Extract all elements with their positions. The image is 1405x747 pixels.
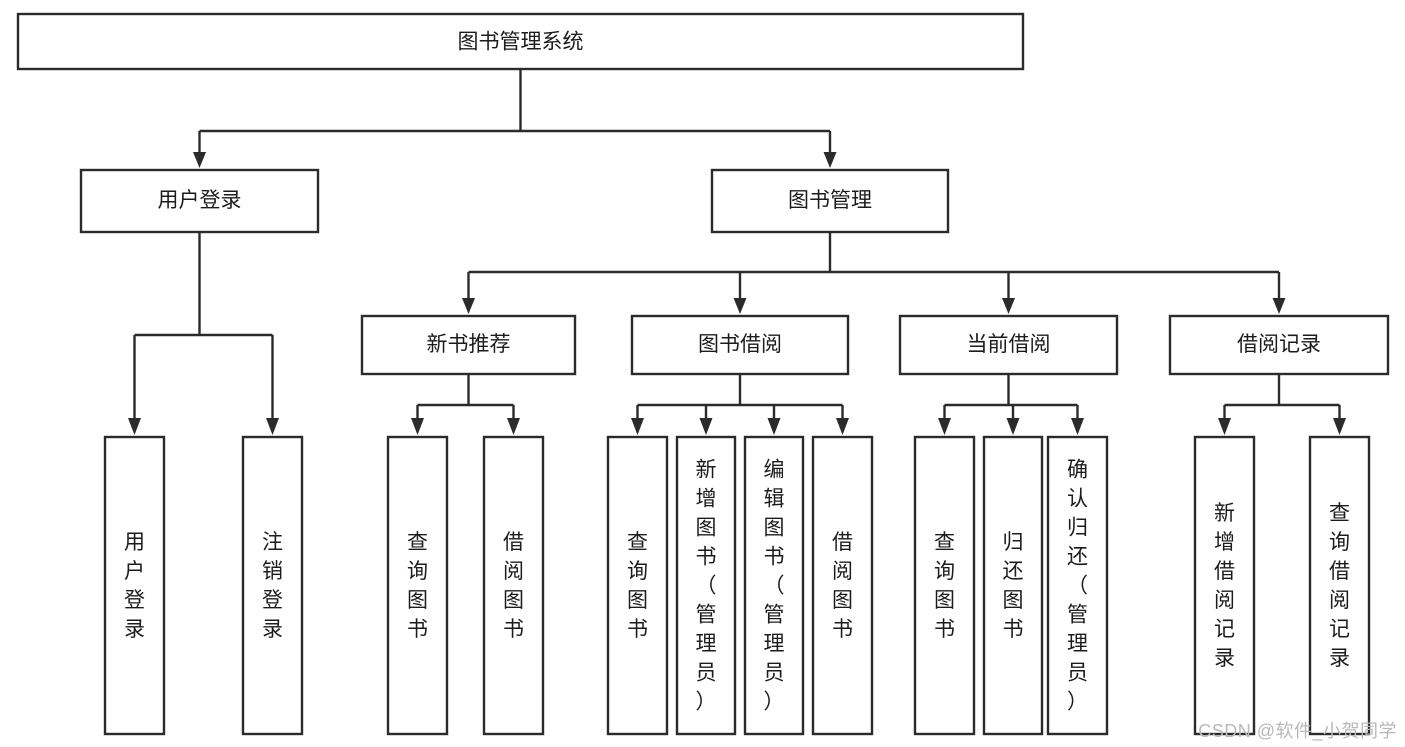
- arrow-root-to-user-login: [193, 152, 206, 168]
- node-current-borrow-label: 当前借阅: [967, 333, 1051, 356]
- node-leaf-borrow-book-rec-box[interactable]: [482, 435, 545, 736]
- node-leaf-user-login[interactable]: 用户登录: [103, 435, 166, 736]
- node-leaf-add-book-box[interactable]: [675, 435, 737, 736]
- arrow-newbook-to-leaf1: [411, 418, 424, 435]
- arrow-bookborrow-to-leaf4: [836, 418, 849, 435]
- node-book-borrow[interactable]: 图书借阅: [630, 314, 850, 376]
- node-book-borrow-label: 图书借阅: [698, 333, 782, 356]
- node-root-label: 图书管理系统: [458, 31, 584, 54]
- arrow-newbook-to-leaf2: [507, 418, 520, 435]
- node-leaf-return-book-label: 归还图书: [1003, 531, 1024, 641]
- node-book-management-label: 图书管理: [788, 189, 872, 212]
- node-leaf-return-book-box[interactable]: [982, 435, 1044, 736]
- node-leaf-query-record[interactable]: 查询借阅记录: [1308, 435, 1371, 736]
- node-leaf-logout-label: 注销登录: [262, 531, 283, 641]
- arrow-currentborrow-to-leaf2: [1006, 418, 1020, 435]
- node-user-login[interactable]: 用户登录: [79, 168, 320, 234]
- node-borrow-record-box[interactable]: [1168, 314, 1390, 376]
- node-leaf-borrow-book-rec-label: 借阅图书: [503, 531, 524, 641]
- arrow-bookborrow-to-leaf1: [631, 418, 644, 435]
- node-leaf-query-record-label: 查询借阅记录: [1329, 502, 1350, 670]
- node-root[interactable]: 图书管理系统: [16, 12, 1025, 71]
- node-current-borrow[interactable]: 当前借阅: [898, 314, 1119, 376]
- leaf-node-layer: 用户登录 注销登录 查询图书 借阅图书 查询图书 新增图书（管理员）: [103, 435, 1371, 736]
- arrow-root-to-book-management: [823, 152, 837, 168]
- node-leaf-add-record-label: 新增借阅记录: [1214, 502, 1235, 670]
- node-leaf-add-record-box[interactable]: [1193, 435, 1256, 736]
- node-leaf-add-record[interactable]: 新增借阅记录: [1193, 435, 1256, 736]
- node-new-book-recommend[interactable]: 新书推荐: [360, 314, 577, 376]
- node-leaf-borrow-book[interactable]: 借阅图书: [811, 435, 874, 736]
- arrow-bookborrow-to-leaf3: [767, 418, 781, 435]
- arrow-bookmgmt-to-currentborrow: [1002, 298, 1015, 314]
- arrow-borrowrecord-to-leaf2: [1333, 418, 1346, 435]
- node-new-book-recommend-label: 新书推荐: [427, 333, 511, 356]
- arrow-currentborrow-to-leaf3: [1071, 418, 1084, 435]
- node-book-borrow-box[interactable]: [630, 314, 850, 376]
- arrow-userlogin-to-leaf2: [266, 418, 279, 435]
- node-leaf-query-book-rec-box[interactable]: [386, 435, 449, 736]
- node-leaf-return-book[interactable]: 归还图书: [982, 435, 1044, 736]
- node-leaf-user-login-label: 用户登录: [124, 531, 145, 641]
- node-leaf-query-book-current[interactable]: 查询图书: [913, 435, 976, 736]
- node-leaf-borrow-book-label: 借阅图书: [832, 531, 853, 641]
- arrow-borrowrecord-to-leaf1: [1218, 418, 1231, 435]
- node-borrow-record[interactable]: 借阅记录: [1168, 314, 1390, 376]
- node-leaf-edit-book[interactable]: 编辑图书（管理员）: [743, 435, 805, 736]
- node-leaf-query-book-rec[interactable]: 查询图书: [386, 435, 449, 736]
- node-leaf-query-book-current-box[interactable]: [913, 435, 976, 736]
- arrow-bookmgmt-to-borrowrecord: [1272, 298, 1286, 314]
- node-root-box[interactable]: [16, 12, 1025, 71]
- node-leaf-edit-book-label: 编辑图书（管理员）: [764, 459, 785, 714]
- node-new-book-recommend-box[interactable]: [360, 314, 577, 376]
- node-leaf-borrow-book-rec[interactable]: 借阅图书: [482, 435, 545, 736]
- node-book-management[interactable]: 图书管理: [710, 168, 950, 234]
- node-leaf-add-book-label: 新增图书（管理员）: [696, 459, 717, 714]
- node-leaf-query-book-borrow[interactable]: 查询图书: [606, 435, 669, 736]
- node-leaf-query-book-rec-label: 查询图书: [407, 531, 428, 641]
- node-leaf-confirm-return-label: 确认归还（管理员）: [1067, 459, 1088, 714]
- node-book-management-box[interactable]: [710, 168, 950, 234]
- node-leaf-logout-box[interactable]: [241, 435, 304, 736]
- arrow-bookmgmt-to-newbook: [462, 298, 475, 314]
- node-leaf-confirm-return-box[interactable]: [1046, 435, 1109, 736]
- arrow-bookmgmt-to-bookborrow: [733, 298, 747, 314]
- node-leaf-borrow-book-box[interactable]: [811, 435, 874, 736]
- node-borrow-record-label: 借阅记录: [1237, 333, 1321, 356]
- node-leaf-query-book-current-label: 查询图书: [934, 531, 955, 641]
- node-leaf-user-login-box[interactable]: [103, 435, 166, 736]
- node-leaf-logout[interactable]: 注销登录: [241, 435, 304, 736]
- node-leaf-query-record-box[interactable]: [1308, 435, 1371, 736]
- arrow-bookborrow-to-leaf2: [699, 418, 713, 435]
- node-user-login-box[interactable]: [79, 168, 320, 234]
- connector-layer: [128, 69, 1346, 435]
- node-user-login-label: 用户登录: [158, 189, 242, 212]
- arrow-currentborrow-to-leaf1: [938, 418, 951, 435]
- node-current-borrow-box[interactable]: [898, 314, 1119, 376]
- node-leaf-edit-book-box[interactable]: [743, 435, 805, 736]
- node-leaf-confirm-return[interactable]: 确认归还（管理员）: [1046, 435, 1109, 736]
- arrow-userlogin-to-leaf1: [128, 418, 141, 435]
- node-leaf-add-book[interactable]: 新增图书（管理员）: [675, 435, 737, 736]
- node-leaf-query-book-borrow-label: 查询图书: [627, 531, 648, 641]
- node-leaf-query-book-borrow-box[interactable]: [606, 435, 669, 736]
- csdn-watermark: CSDN @软件_小贺同学: [1198, 721, 1397, 741]
